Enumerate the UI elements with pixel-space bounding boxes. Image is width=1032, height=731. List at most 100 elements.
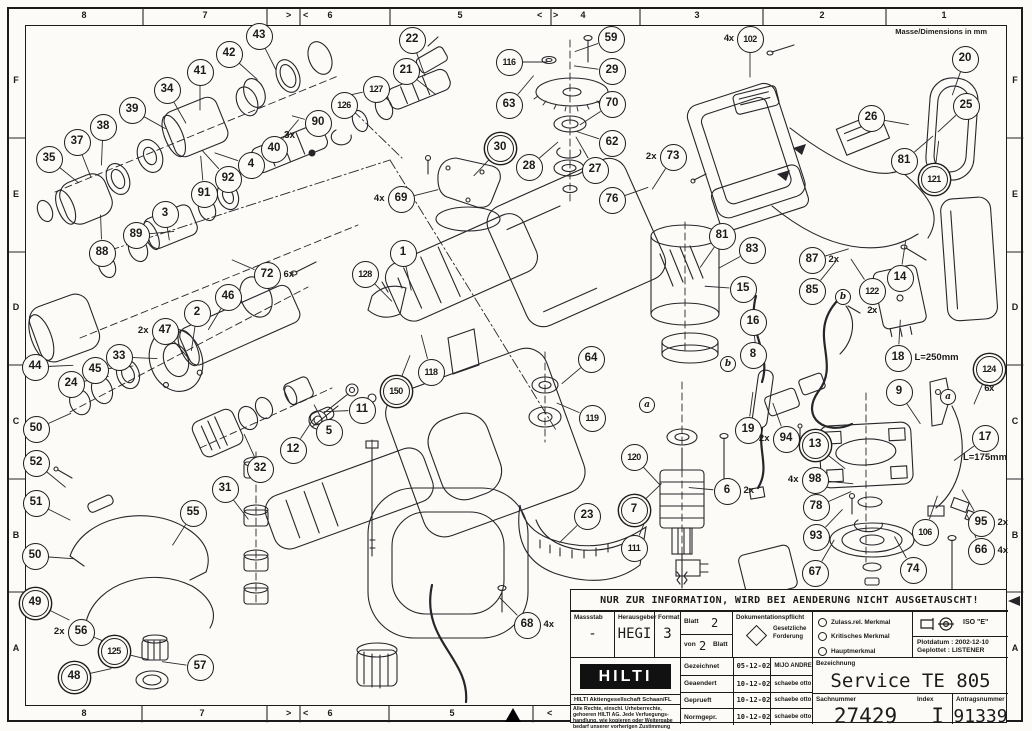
fold-mark: < bbox=[537, 10, 543, 20]
blatt-value: 2 bbox=[711, 616, 719, 630]
part-balloon-69: 69 4x bbox=[374, 185, 415, 213]
part-number: 72 bbox=[260, 268, 274, 281]
part-number: 18 bbox=[891, 351, 905, 364]
quantity-label: 6x bbox=[283, 268, 295, 280]
part-balloon-127: 127 bbox=[362, 75, 390, 103]
plotdatum-label: Plotdatum bbox=[917, 638, 950, 646]
part-number: 1 bbox=[399, 246, 407, 259]
part-balloon-83: 83 bbox=[738, 236, 766, 264]
title-block: NUR ZUR INFORMATION, WIRD BEI AENDERUNG … bbox=[570, 589, 1008, 730]
part-number: 34 bbox=[160, 83, 174, 96]
part-number: 88 bbox=[95, 246, 109, 259]
sign-name: MIJO ANDREAS bbox=[770, 658, 812, 675]
part-number: 78 bbox=[809, 500, 823, 513]
part-number: 87 bbox=[805, 253, 819, 266]
part-number: 27 bbox=[588, 163, 602, 176]
sign-date: 10-12-02 bbox=[732, 709, 770, 725]
grid-row-right-A: A bbox=[1011, 643, 1019, 653]
part-number: 37 bbox=[70, 135, 84, 148]
quantity-label: 4x bbox=[373, 192, 385, 204]
part-balloon-16: 16 bbox=[739, 308, 767, 336]
grid-col-top-6: 6 bbox=[327, 10, 333, 20]
antragsnummer-value: 91339 bbox=[953, 706, 1008, 727]
part-balloon-37: 37 bbox=[63, 128, 91, 156]
part-balloon-18: 18 L=250mm bbox=[884, 344, 959, 372]
part-number: 125 bbox=[107, 645, 121, 656]
part-balloon-74: 74 bbox=[899, 556, 927, 584]
sign-label: Geaendert bbox=[684, 680, 717, 688]
copyright-note: Alle Rechte, einschl. Urheberrechte, geh… bbox=[573, 706, 673, 731]
part-balloon-91: 91 bbox=[190, 180, 218, 208]
part-number: 94 bbox=[779, 432, 793, 445]
part-number: 85 bbox=[805, 284, 819, 297]
part-balloon-34: 34 bbox=[153, 76, 181, 104]
part-number: 74 bbox=[906, 563, 920, 576]
part-balloon-7: 7 bbox=[620, 496, 648, 524]
part-number: 69 bbox=[394, 192, 408, 205]
part-balloon-4: 4 bbox=[237, 151, 265, 179]
quantity-label: 2x bbox=[828, 253, 840, 265]
part-balloon-78: 78 bbox=[802, 493, 830, 521]
part-balloon-14: 14 bbox=[886, 264, 914, 292]
part-balloon-120: 120 bbox=[620, 443, 648, 471]
part-balloon-59: 59 bbox=[597, 25, 625, 53]
part-balloon-85: 85 bbox=[798, 277, 826, 305]
part-number: 122 bbox=[865, 285, 879, 296]
merkmal-label: Zulass.rel. Merkmal bbox=[831, 619, 891, 627]
dokumentationspflicht-diamond-icon bbox=[745, 624, 768, 647]
part-balloon-9: 9 bbox=[885, 378, 913, 406]
part-number: 106 bbox=[918, 526, 932, 537]
part-number: 119 bbox=[585, 412, 599, 423]
part-balloon-38: 38 bbox=[89, 113, 117, 141]
wire-marker-b: b bbox=[720, 356, 736, 372]
grid-col-top-4: 4 bbox=[580, 10, 586, 20]
part-balloon-11: 11 bbox=[348, 396, 376, 424]
quantity-label: 2x bbox=[758, 432, 770, 444]
length-label: L=175mm bbox=[962, 451, 1008, 463]
part-number: 5 bbox=[325, 425, 333, 438]
von-value: 2 bbox=[699, 639, 707, 653]
wire-marker-a: a bbox=[639, 397, 655, 413]
part-number: 19 bbox=[741, 423, 755, 436]
part-balloon-126: 126 bbox=[330, 91, 358, 119]
gesetzliche-forderung-label: Gesetzliche Forderung bbox=[773, 626, 807, 640]
index-label: Index bbox=[917, 696, 934, 703]
part-number: 13 bbox=[808, 438, 822, 451]
quantity-label: 2x bbox=[645, 150, 657, 162]
quantity-label: 2x bbox=[997, 516, 1009, 528]
part-number: 41 bbox=[193, 65, 207, 78]
part-number: 150 bbox=[389, 385, 403, 396]
part-number: 120 bbox=[627, 451, 641, 462]
part-balloon-41: 41 bbox=[186, 58, 214, 86]
part-number: 42 bbox=[222, 47, 236, 60]
part-balloon-70: 70 bbox=[598, 90, 626, 118]
quantity-label: 4x bbox=[787, 473, 799, 485]
part-number: 56 bbox=[74, 625, 88, 638]
format-label: Format bbox=[658, 614, 680, 621]
blatt-label: Blatt bbox=[684, 618, 699, 625]
grid-col-top-8: 8 bbox=[81, 10, 87, 20]
part-balloon-119: 119 bbox=[578, 404, 606, 432]
sign-name: schaebe otto bbox=[770, 675, 812, 692]
part-number: 55 bbox=[186, 506, 200, 519]
fold-mark: > bbox=[286, 10, 292, 20]
part-number: 116 bbox=[502, 56, 516, 67]
part-number: 89 bbox=[129, 228, 143, 241]
von-label: von bbox=[684, 641, 696, 648]
grid-row-right-E: E bbox=[1011, 189, 1018, 199]
merkmal-circle-icon bbox=[818, 646, 827, 656]
geplottet-label: Geplottet bbox=[917, 647, 946, 655]
part-balloon-128: 128 bbox=[351, 260, 379, 288]
sign-label: Normgepr. bbox=[684, 713, 717, 721]
part-balloon-121: 121 bbox=[920, 165, 948, 193]
part-number: 25 bbox=[959, 99, 973, 112]
length-label: L=250mm bbox=[914, 351, 959, 363]
sign-date: 10-12-02 bbox=[732, 675, 770, 692]
quantity-label: 2x bbox=[743, 484, 755, 496]
